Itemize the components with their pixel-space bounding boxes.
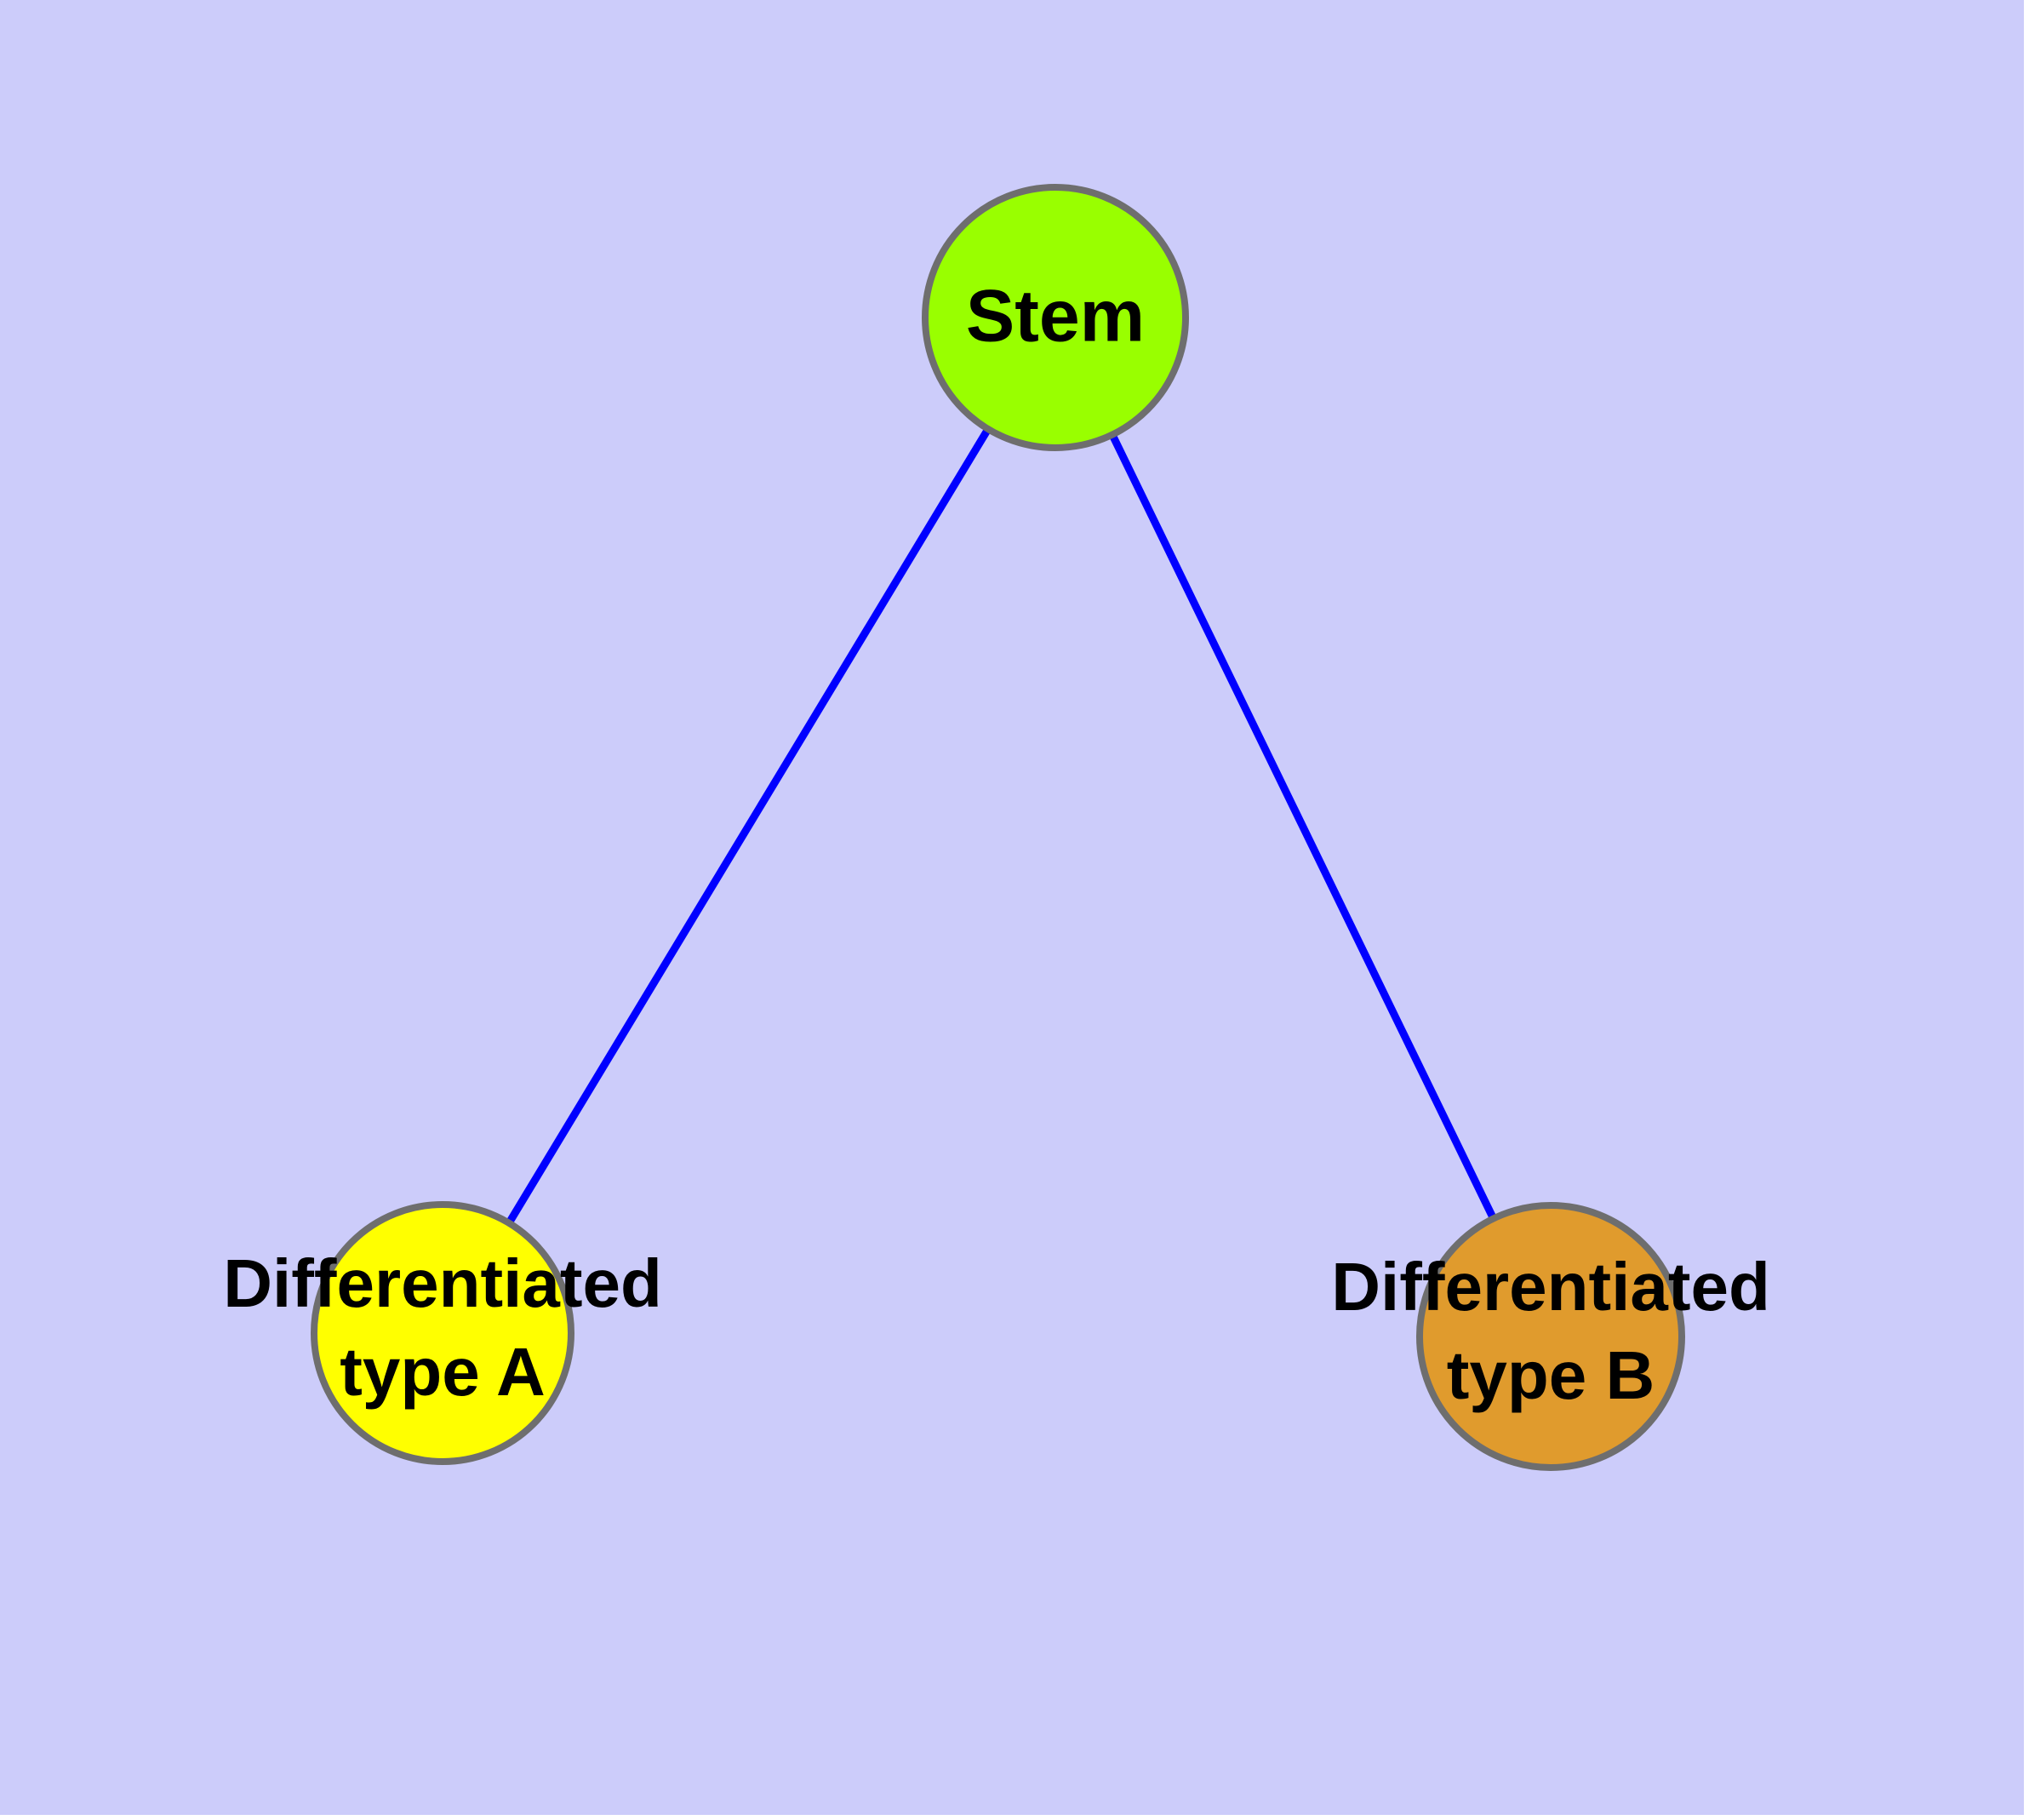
node-differentiated-type-b-circle[interactable] — [1416, 1202, 1685, 1471]
node-differentiated-type-a[interactable] — [311, 1201, 574, 1465]
node-differentiated-type-a-label-line1: Differentiated — [223, 1245, 662, 1321]
node-differentiated-type-a-label-line2: type A — [340, 1334, 546, 1410]
node-stem-circle[interactable] — [922, 184, 1189, 451]
node-layer — [311, 184, 1685, 1471]
label-layer: Stem Differentiated type A Differentiate… — [223, 276, 1770, 1413]
node-stem[interactable] — [922, 184, 1189, 451]
edge-stem-to-differentiated-type-a[interactable] — [439, 315, 1059, 1336]
node-differentiated-type-b[interactable] — [1416, 1202, 1685, 1471]
node-differentiated-type-a-circle[interactable] — [311, 1201, 574, 1465]
node-differentiated-type-b-label-line1: Differentiated — [1331, 1249, 1770, 1325]
node-stem-label: Stem — [966, 276, 1145, 358]
edge-layer — [439, 315, 1555, 1338]
node-differentiated-type-b-label-line2: type B — [1447, 1337, 1655, 1413]
edge-stem-to-differentiated-type-b[interactable] — [1051, 316, 1555, 1338]
